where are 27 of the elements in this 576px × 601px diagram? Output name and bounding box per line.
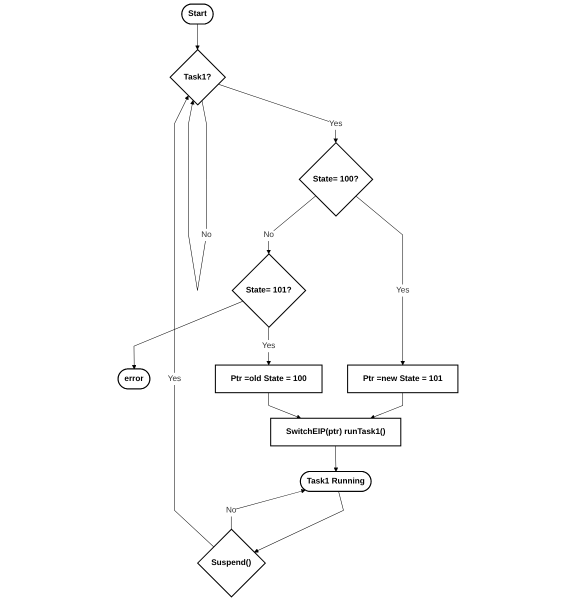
edge-label: Yes	[329, 119, 342, 128]
node-box: Ptr =new State = 101	[347, 364, 458, 394]
edge-label: No	[263, 230, 274, 240]
arrow	[174, 96, 214, 548]
edge-label: No	[226, 506, 236, 514]
edge-label: Yes	[396, 286, 410, 295]
arrow	[334, 446, 338, 472]
edge-label: Yes	[262, 342, 276, 350]
node-diamond: State= 100?	[298, 142, 374, 217]
arrow	[254, 491, 344, 553]
arrow	[188, 100, 207, 291]
edge-label: No	[201, 230, 212, 240]
arrow	[266, 326, 271, 366]
node-box: SwitchEIP(ptr) runTask1()	[270, 418, 402, 446]
node-diamond: State= 101?	[232, 253, 306, 328]
arrow	[218, 84, 338, 143]
arrow	[268, 392, 302, 419]
node-diamond: Suspend()	[196, 528, 266, 598]
arrow	[356, 196, 405, 366]
arrow	[266, 196, 316, 254]
arrow	[230, 489, 306, 530]
edge-label: Yes	[168, 374, 182, 383]
arrow	[132, 301, 243, 370]
node-box: Ptr =old State = 100	[214, 364, 323, 394]
arrow	[370, 392, 403, 419]
node-diamond: Task1?	[169, 48, 226, 106]
arrow	[195, 24, 200, 50]
